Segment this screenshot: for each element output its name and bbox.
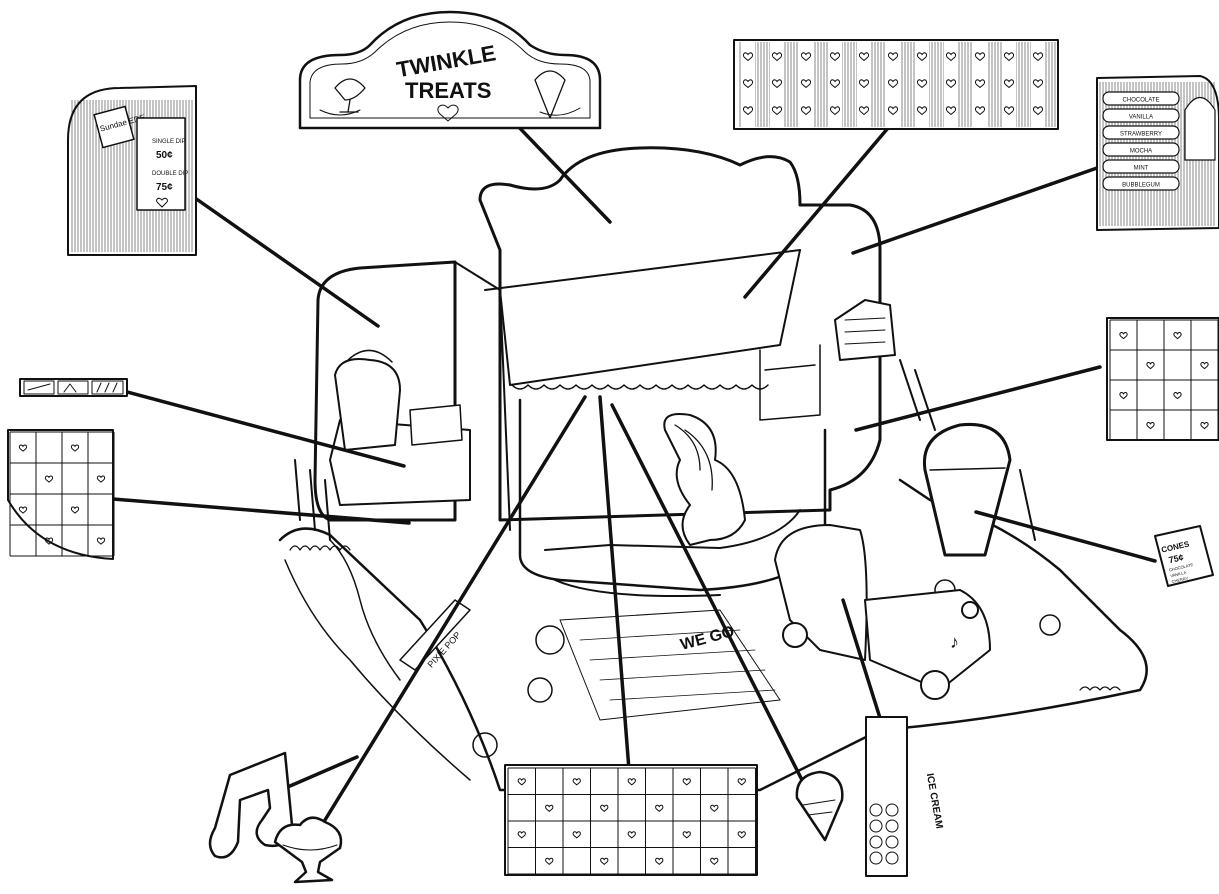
flavor-item: MOCHA (1130, 149, 1152, 155)
double-dip-price: 75¢ (156, 182, 173, 193)
sign-line2: TREATS (405, 78, 491, 103)
double-dip-label: DOUBLE DIP (152, 171, 188, 177)
bottom-check-panel (505, 765, 757, 875)
ice-cream-banner: ICE CREAM (866, 717, 944, 876)
price-board-panel: Sundae EDE SINGLE DIP 50¢ DOUBLE DIP 75¢ (68, 86, 196, 255)
small-strip-sticker (20, 379, 127, 396)
ice-cream-cone-sticker (797, 772, 842, 840)
svg-text:♪: ♪ (950, 632, 959, 652)
heart-stripe-panel-top (734, 40, 1058, 129)
single-dip-price: 50¢ (156, 150, 173, 161)
rug-we-go-text: WE GO (679, 623, 737, 654)
flavor-item: STRAWBERRY (1120, 132, 1162, 138)
sundae-cup-sticker (275, 818, 341, 882)
cones-price-tag: CONES 75¢ CHOCOLATE VANILLA CHERRY (1155, 526, 1213, 586)
flavor-item: VANILLA (1129, 115, 1153, 121)
pony-figure (664, 414, 745, 545)
flavor-item: MINT (1134, 166, 1149, 172)
single-dip-label: SINGLE DIP (152, 139, 186, 145)
quarter-check-panel (8, 430, 114, 559)
flavor-item: CHOCOLATE (1123, 98, 1160, 104)
banner-text: ICE CREAM (924, 772, 945, 829)
right-check-panel (1107, 318, 1219, 440)
big-sundae-cutout (924, 424, 1010, 555)
flavor-board-panel: CHOCOLATE VANILLA STRAWBERRY MOCHA MINT BUBBL… (1097, 76, 1219, 230)
flavor-item: BUBBLEGUM (1122, 183, 1160, 189)
twinkle-treats-sign: TWINKLE TREATS (300, 12, 600, 128)
